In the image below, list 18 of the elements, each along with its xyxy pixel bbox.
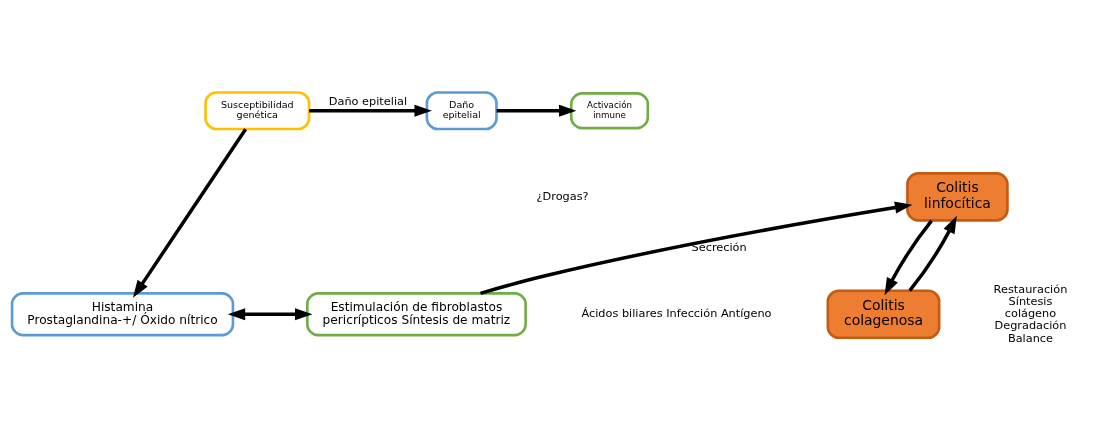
node-box: Histamina Prostaglandina-+/ Óxido nítrico [10, 292, 235, 337]
arrow [908, 215, 957, 292]
node-box: Colitis colagenosa [826, 289, 941, 340]
arrow [227, 308, 313, 321]
node-box: Colitis linfocítica [906, 172, 1009, 222]
arrow [496, 104, 577, 117]
label: Ácidos biliares Infección Antígeno [581, 307, 772, 321]
edge-label: Daño epitelial [328, 95, 408, 108]
node-box: Daño epitelial [425, 91, 498, 131]
node-box: Susceptibilidad genética [204, 91, 311, 131]
node-box: Activación inmune [569, 92, 650, 130]
label: Restauración Síntesis colágeno Degradación Balance [993, 282, 1068, 345]
node-box: Estimulación de fibroblastos pericrípticos Síntesis de matriz [306, 292, 527, 337]
arrow [132, 128, 248, 298]
label: ¿Drogas? [536, 189, 589, 203]
arrow [309, 104, 432, 117]
arrow [884, 219, 933, 296]
arrow [480, 201, 913, 295]
